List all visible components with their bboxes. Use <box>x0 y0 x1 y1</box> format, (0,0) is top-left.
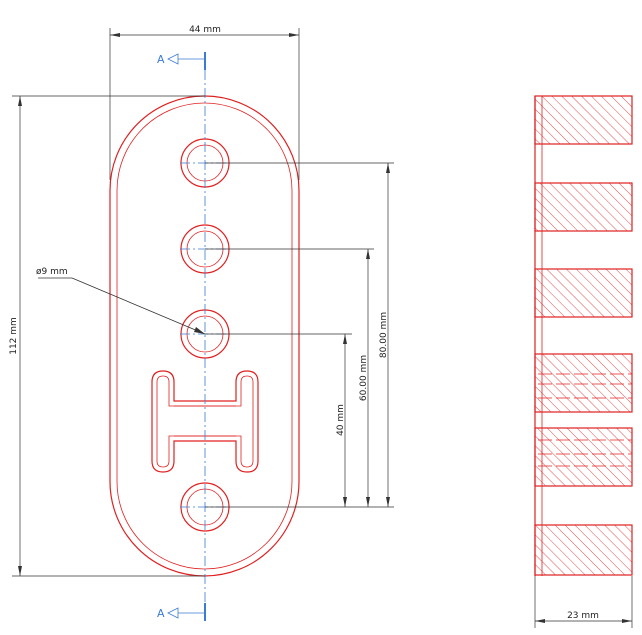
section-marker-bottom: A <box>157 603 206 621</box>
section-label-top: A <box>157 53 165 66</box>
dimension-hole-diameter: ø9 mm <box>36 267 206 335</box>
section-band-1 <box>534 95 633 145</box>
h-slot-cutout <box>151 370 259 473</box>
dimension-thickness: 23 mm <box>534 576 633 628</box>
section-band-4 <box>534 353 633 413</box>
dimension-height: 112 mm <box>9 95 205 577</box>
height-label: 112 mm <box>9 317 19 355</box>
section-band-6 <box>534 524 633 576</box>
dimension-60: 60.00 mm <box>205 248 374 507</box>
thickness-label: 23 mm <box>567 611 599 621</box>
width-label: 44 mm <box>189 25 221 35</box>
section-band-3 <box>534 268 633 318</box>
section-band-5 <box>534 427 633 487</box>
section-marker-top: A <box>157 52 206 70</box>
dimension-40: 40 mm <box>205 333 352 507</box>
section-label-bottom: A <box>157 607 165 620</box>
outer-outline <box>109 95 300 577</box>
section-view <box>534 95 633 576</box>
dimension-width: 44 mm <box>109 25 300 180</box>
dimension-80: 80.00 mm <box>205 162 394 508</box>
spacing-60-label: 60.00 mm <box>359 355 369 401</box>
hole-diameter-label: ø9 mm <box>36 267 68 277</box>
inner-outline <box>116 102 293 570</box>
spacing-40-label: 40 mm <box>336 404 346 436</box>
slot-hidden-lines <box>538 373 632 467</box>
spacing-80-label: 80.00 mm <box>379 312 389 358</box>
section-band-2 <box>534 182 633 232</box>
